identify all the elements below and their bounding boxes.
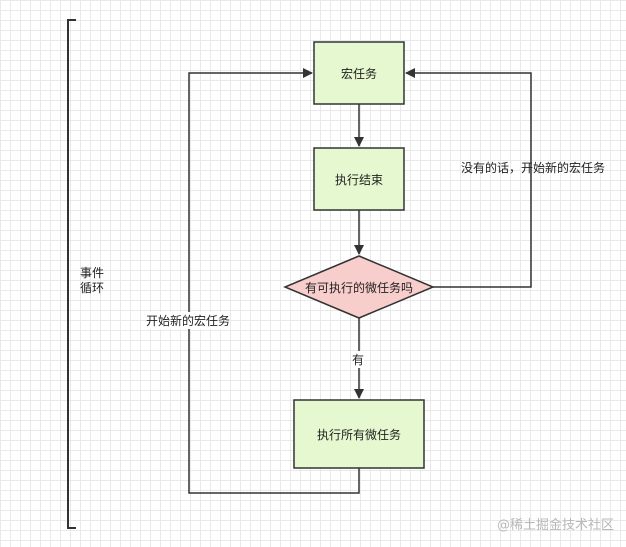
edge-no-loop xyxy=(405,68,532,288)
decision-label: 有可执行的微任务吗 xyxy=(304,280,413,295)
no-edge-label: 没有的话，开始新的宏任务 xyxy=(461,161,606,175)
edge-micro-loop-back xyxy=(188,68,360,494)
event-loop-label-line2: 循环 xyxy=(80,281,105,295)
event-loop-bracket xyxy=(67,19,76,529)
yes-edge-label: 有 xyxy=(352,351,365,368)
loop-back-edge-label: 开始新的宏任务 xyxy=(146,312,231,329)
event-loop-label-line1: 事件 xyxy=(80,266,105,280)
exec-end-label: 执行结束 xyxy=(334,172,383,187)
macro-task-label: 宏任务 xyxy=(340,66,377,81)
watermark-text: @稀土掘金技术社区 xyxy=(496,518,614,533)
exec-micro-label: 执行所有微任务 xyxy=(316,427,401,442)
exec-end-node xyxy=(313,147,405,211)
